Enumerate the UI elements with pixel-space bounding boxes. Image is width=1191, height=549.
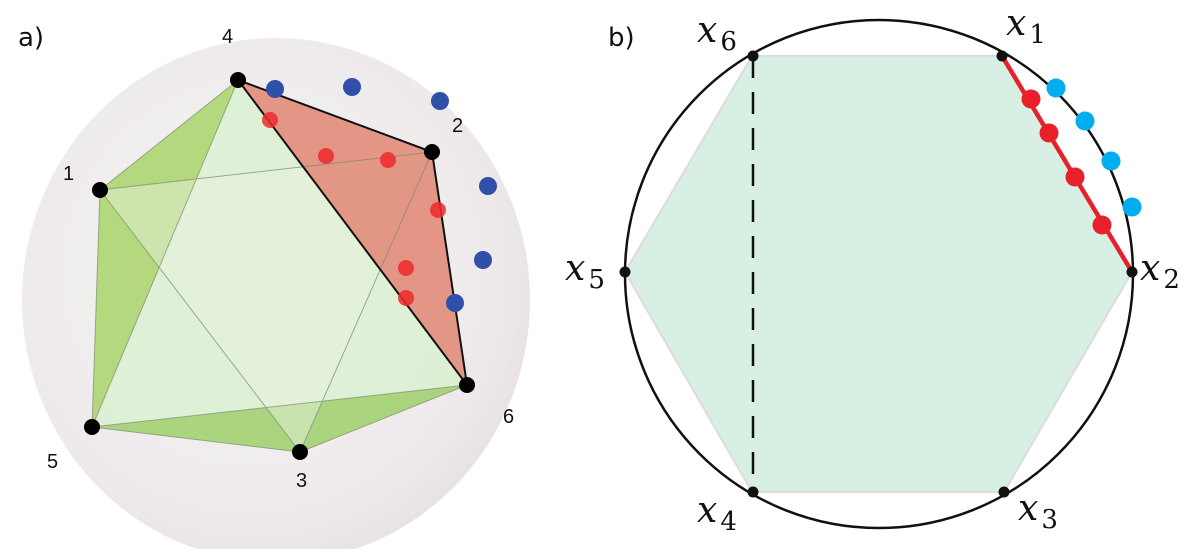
panel-a: a) <box>18 23 530 549</box>
vertex-label-3: 3 <box>296 470 307 492</box>
vertices <box>619 50 1138 498</box>
vertex-label-5: 5 <box>47 451 58 473</box>
cyan-dots <box>1046 78 1142 217</box>
red-edge <box>1000 54 1134 274</box>
blue-dots <box>266 78 497 312</box>
panel-a-label: a) <box>18 23 44 53</box>
panel-b-label: b) <box>608 23 635 53</box>
hexagon <box>623 55 1134 493</box>
vertex-label-6: 6 <box>503 406 514 428</box>
vertex-label-2: 2 <box>452 115 463 137</box>
red-dots <box>262 112 446 306</box>
vertex-label-1: 1 <box>63 163 74 185</box>
red-dots <box>1021 89 1112 235</box>
vertices <box>84 72 475 460</box>
vertex-label-4: 4 <box>222 26 233 48</box>
